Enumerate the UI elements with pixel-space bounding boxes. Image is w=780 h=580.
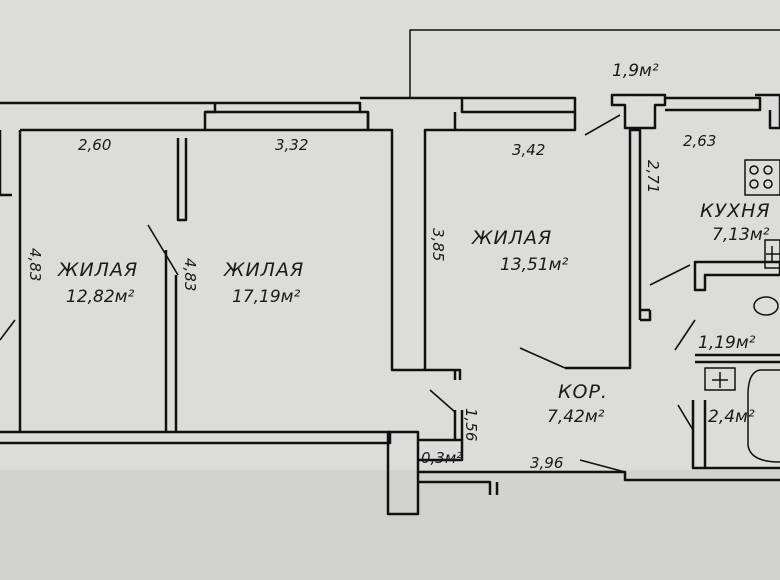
dim-room3-height: 3,85 (429, 228, 447, 261)
burner-icon (763, 165, 773, 175)
room-name-kitchen: КУХНЯ (700, 200, 771, 222)
dim-room1-width: 2,60 (78, 136, 111, 154)
room-name-living-2: ЖИЛАЯ (223, 259, 304, 281)
wall-bottom-left (0, 430, 392, 445)
room-area-bathroom: 1,19м² (698, 333, 756, 353)
balcony-outline (409, 29, 780, 98)
door-swing-3 (429, 389, 456, 413)
stove-icon (744, 159, 780, 196)
room-area-balcony: 1,9м² (612, 61, 659, 81)
door-jamb-room3 (425, 368, 462, 380)
room-name-living-3: ЖИЛАЯ (471, 227, 552, 249)
wall-top-mid (205, 101, 362, 114)
door-swing-4 (579, 459, 626, 473)
door-swing-9 (0, 319, 16, 341)
wall-sanitary-mid (695, 353, 780, 364)
dim-kitchen-width: 2,63 (683, 132, 716, 150)
dim-room2-height: 4,83 (181, 258, 199, 291)
dim-closet-height: 1,56 (462, 408, 480, 441)
door-swing-5 (584, 114, 621, 136)
bathtub-icon (747, 369, 780, 463)
wall-left-outer (0, 130, 12, 197)
door-swing-8 (677, 404, 694, 431)
room-area-living-2: 17,19м² (232, 287, 300, 307)
dim-room3-width: 3,42 (512, 141, 545, 159)
door-jamb-kitchen (640, 308, 652, 322)
room-area-kitchen: 7,13м² (712, 225, 770, 245)
room-name-living-1: ЖИЛАЯ (57, 259, 138, 281)
wall-partition-stub (176, 138, 188, 222)
room-labels: ЖИЛАЯ 12,82м² ЖИЛАЯ 17,19м² ЖИЛАЯ 13,51м… (57, 61, 771, 467)
kitchen-sink-icon (764, 239, 780, 269)
door-swings (0, 114, 696, 473)
dim-kitchen-height: 2,71 (644, 160, 662, 193)
wall-corridor-bottom (418, 470, 780, 482)
wall-closet (418, 438, 464, 462)
room-area-living-3: 13,51м² (500, 255, 568, 275)
dim-room2-width: 3,32 (275, 136, 308, 154)
room-area-corridor: 7,42м² (547, 407, 605, 427)
door-swing-1 (147, 224, 179, 276)
walls (0, 29, 780, 516)
column-wall (366, 112, 455, 372)
door-swing-7 (674, 319, 696, 351)
room-name-corridor: КОР. (558, 381, 608, 403)
dim-corridor-width: 3,96 (530, 454, 563, 472)
door-swing-6 (649, 264, 691, 286)
burner-icon (749, 165, 759, 175)
washbasin-icon (753, 296, 779, 316)
wall-toilet-left (691, 400, 707, 470)
wall-room3-right (565, 128, 642, 370)
room-area-living-1: 12,82м² (66, 287, 134, 307)
room-area-closet: 0,3м² (421, 449, 462, 467)
bath-panel-icon (704, 367, 736, 391)
door-swing-2 (519, 347, 566, 369)
sink-tap-icon (766, 246, 780, 262)
fixtures (704, 159, 780, 463)
wall-closet-side (453, 410, 464, 440)
room-area-toilet: 2,4м² (708, 407, 755, 427)
wall-kitchen-top (665, 96, 762, 112)
wall-sanitary-top (693, 260, 780, 292)
paper-lower-band (0, 470, 780, 580)
wall-top-right-inner (453, 112, 577, 132)
wall-kitchen-top-right (755, 93, 780, 130)
dim-room1-height: 4,83 (26, 248, 44, 281)
burner-icon (763, 179, 773, 189)
bath-tap-icon (712, 372, 728, 388)
burner-icon (749, 179, 759, 189)
wall-entrance (418, 480, 499, 495)
dimension-labels: 2,60 3,32 3,42 2,63 4,83 4,83 3,85 2,71 … (26, 132, 716, 472)
